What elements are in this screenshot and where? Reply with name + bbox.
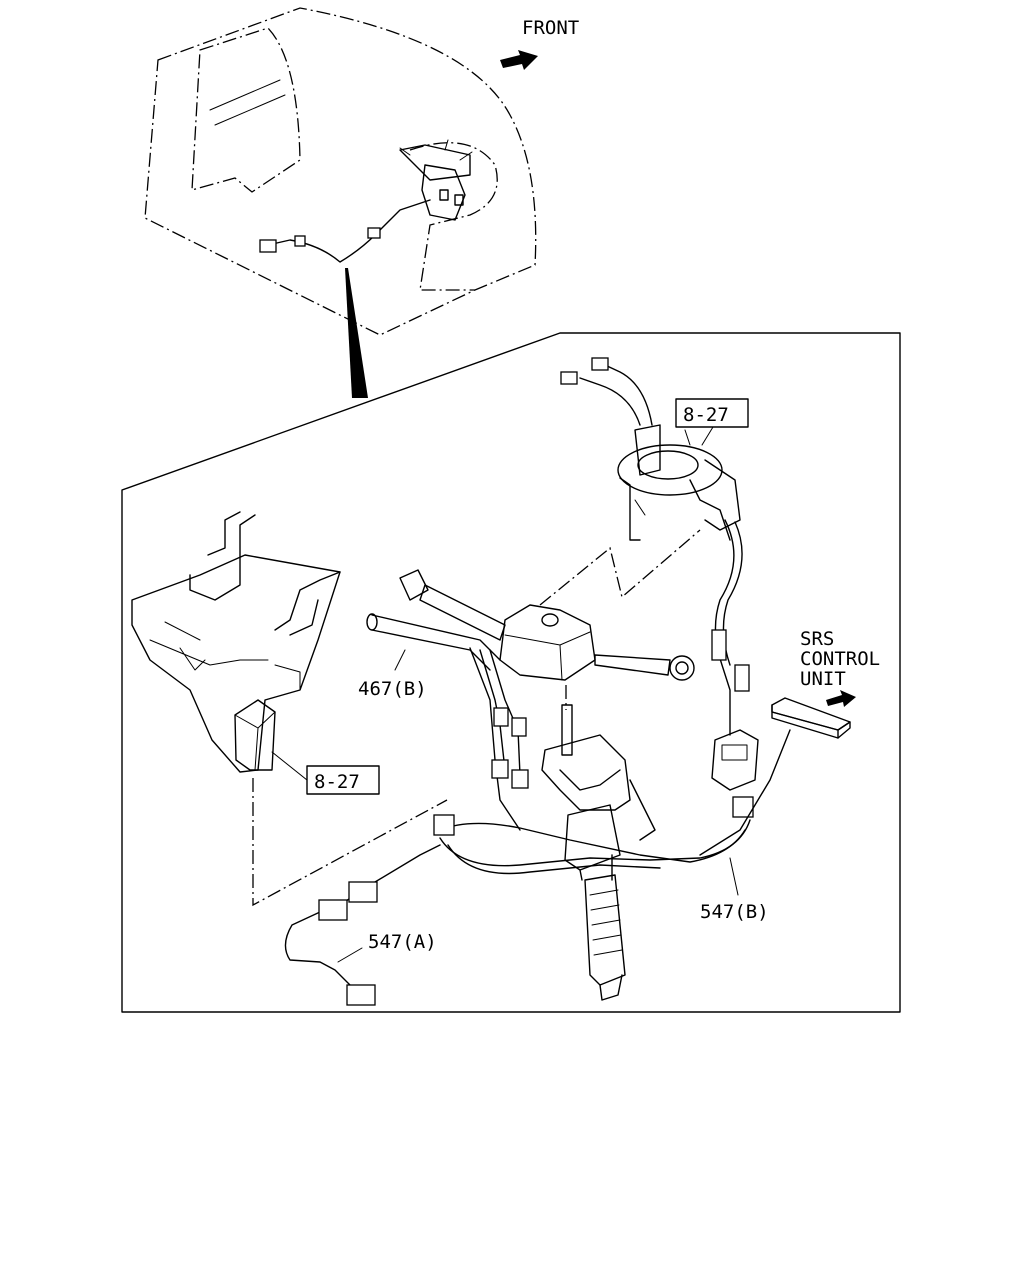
clock-spring-cable: [714, 519, 735, 736]
srs-harness-connector: [711, 729, 759, 818]
vehicle-overview: [144, 7, 537, 398]
arrow-right-icon: [500, 50, 538, 70]
combination-switch: [399, 569, 695, 681]
arrow-right-icon: [826, 690, 856, 707]
dashed-link-bracket: [252, 778, 448, 907]
front-label: FRONT: [522, 17, 579, 39]
pointer-wedge: [345, 268, 368, 398]
srs-label-line2: CONTROL: [800, 648, 880, 670]
srs-label-line1: SRS: [800, 628, 834, 650]
clock-spring-assembly: [560, 357, 741, 541]
harness-547b: 547(B): [433, 814, 769, 923]
overview-harness: [267, 199, 431, 263]
overview-column: [399, 139, 473, 221]
seat-detail: [209, 79, 286, 126]
front-indicator: FRONT: [500, 17, 579, 70]
dashboard-outline: [409, 142, 498, 291]
connector-547a-3: [346, 984, 376, 1006]
cab-outline: [144, 7, 537, 336]
harness-547b-label: 547(B): [700, 901, 769, 923]
inline-connector-a: [711, 629, 727, 661]
connector-547a-1: [348, 881, 378, 903]
overview-connector-2: [294, 235, 306, 247]
detail-frame: [121, 332, 901, 1013]
ref-upper-label: 8-27: [683, 404, 729, 426]
harness-547a-label: 547(A): [368, 931, 437, 953]
overview-connector-1: [259, 239, 277, 253]
harness-547a: 547(A): [284, 844, 441, 1006]
overview-connector-3: [367, 227, 381, 239]
dashed-link-switch-to-clock: [539, 529, 701, 606]
harness-467b: 467(B): [358, 613, 529, 831]
connector-547a-2: [318, 899, 348, 921]
srs-control-unit: SRS CONTROL UNIT: [771, 628, 880, 739]
mounting-bracket: [131, 511, 341, 773]
ref-lower-label: 8-27: [314, 771, 360, 793]
srs-label-line3: UNIT: [800, 668, 846, 690]
steering-column: [541, 704, 656, 1001]
inline-connector-b: [734, 664, 750, 692]
seat-outline: [191, 27, 301, 193]
ref-box-lower: 8-27: [271, 751, 380, 795]
srs-unit-wire: [699, 729, 791, 856]
harness-467b-label: 467(B): [358, 678, 427, 700]
ref-box-upper: 8-27: [675, 398, 749, 446]
